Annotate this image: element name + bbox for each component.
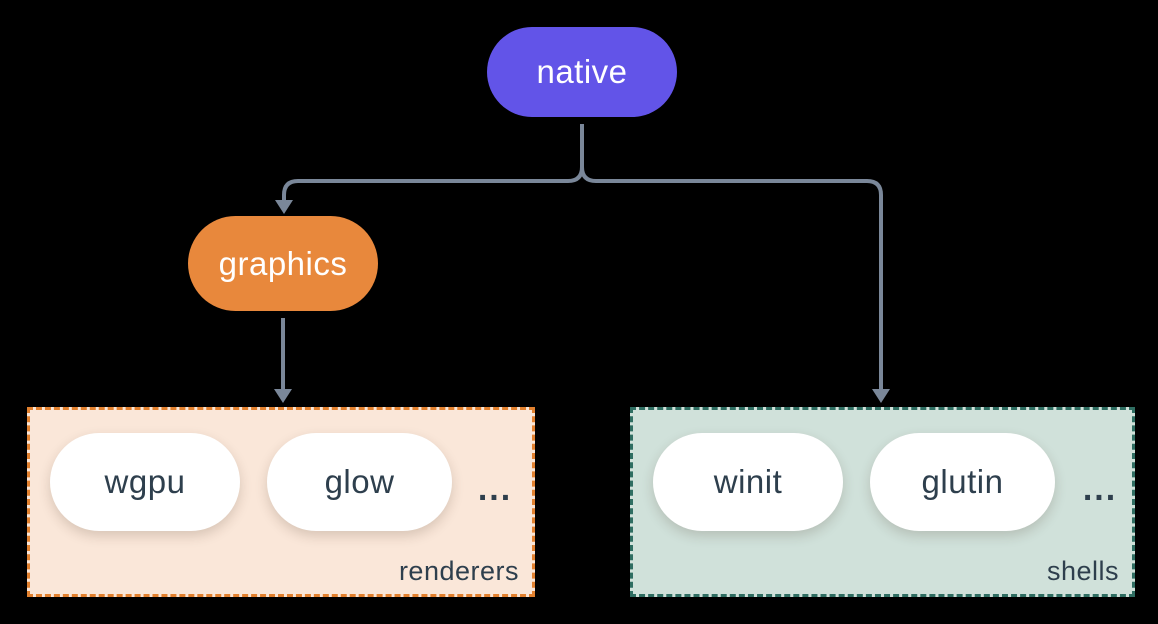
node-native: native: [487, 27, 677, 117]
arrowhead-to-graphics-icon: [275, 200, 293, 214]
arrowhead-to-renderers-icon: [274, 389, 292, 403]
pill-wgpu: wgpu: [50, 433, 240, 531]
renderers-ellipsis: ...: [477, 469, 513, 508]
shells-ellipsis: ...: [1082, 469, 1118, 508]
pill-glutin: glutin: [870, 433, 1055, 531]
group-shells: winit glutin ... shells: [630, 407, 1135, 597]
group-renderers: wgpu glow ... renderers: [27, 407, 535, 597]
connector-native-to-shells: [580, 166, 883, 390]
pill-glutin-label: glutin: [921, 463, 1004, 500]
connector-native-to-graphics: [282, 166, 584, 201]
pill-winit: winit: [653, 433, 843, 531]
node-native-label: native: [536, 53, 628, 90]
pill-wgpu-label: wgpu: [104, 463, 186, 500]
group-shells-label: shells: [1046, 556, 1119, 586]
node-graphics: graphics: [188, 216, 378, 311]
node-graphics-label: graphics: [218, 244, 348, 282]
arrowhead-to-shells-icon: [872, 389, 890, 403]
pill-winit-label: winit: [713, 463, 783, 500]
group-renderers-label: renderers: [398, 556, 519, 586]
pill-glow-label: glow: [324, 463, 395, 500]
pill-glow: glow: [267, 433, 452, 531]
